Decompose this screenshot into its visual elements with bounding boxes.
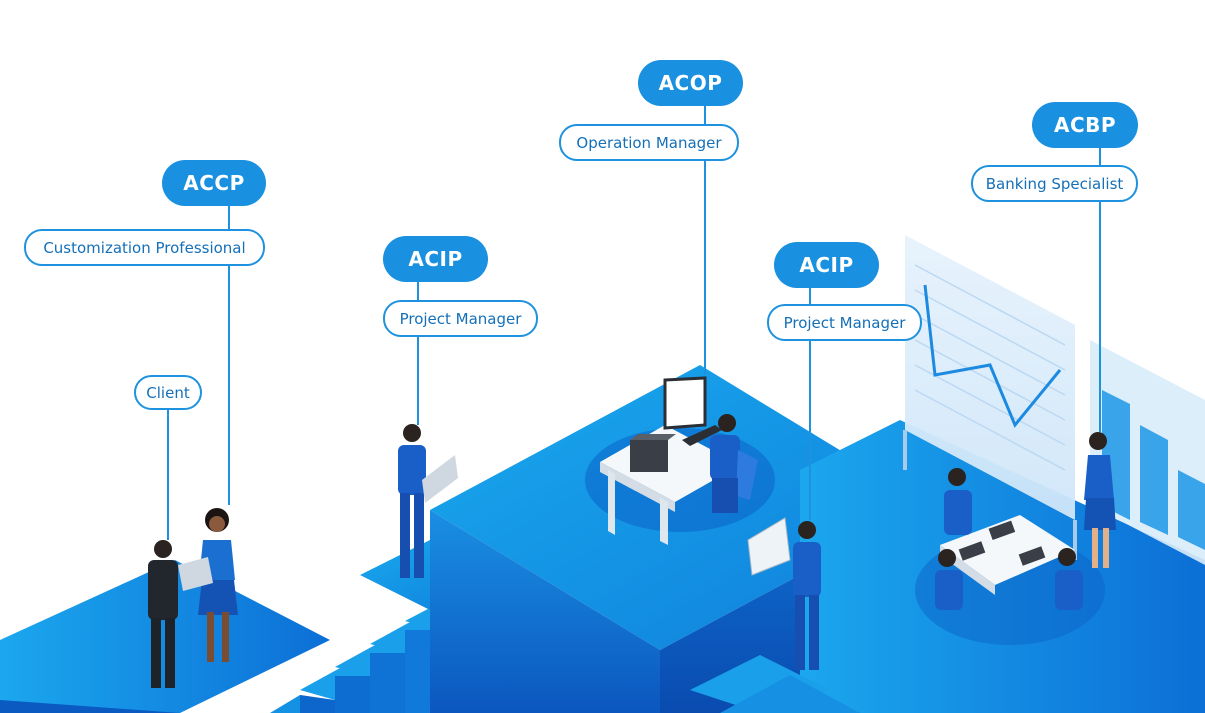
office-desk-computer [600, 376, 740, 545]
role-project-manager-left: Project Manager [383, 300, 538, 337]
role-project-manager-right: Project Manager [767, 304, 922, 341]
meeting-attendees [935, 468, 1083, 610]
person-banking-specialist [1084, 432, 1116, 568]
badge-acip-left: ACIP [383, 236, 488, 282]
role-operation-manager: Operation Manager [559, 124, 739, 161]
badge-acop: ACOP [638, 60, 743, 106]
role-customization-professional: Customization Professional [24, 229, 265, 266]
person-project-manager-left [398, 424, 458, 578]
role-banking-specialist: Banking Specialist [971, 165, 1138, 202]
bar-panel [1090, 340, 1205, 565]
meeting-table [940, 515, 1075, 595]
badge-accp: ACCP [162, 160, 266, 206]
whiteboard-chart [903, 235, 1077, 560]
person-client [148, 540, 178, 688]
lower-steps-right [690, 655, 860, 713]
badge-acip-right: ACIP [774, 242, 879, 288]
person-customization-professional [178, 508, 238, 662]
badge-acbp: ACBP [1032, 102, 1138, 148]
person-operation-manager [710, 414, 758, 513]
person-project-manager-right [747, 517, 821, 670]
role-client: Client [134, 375, 202, 410]
